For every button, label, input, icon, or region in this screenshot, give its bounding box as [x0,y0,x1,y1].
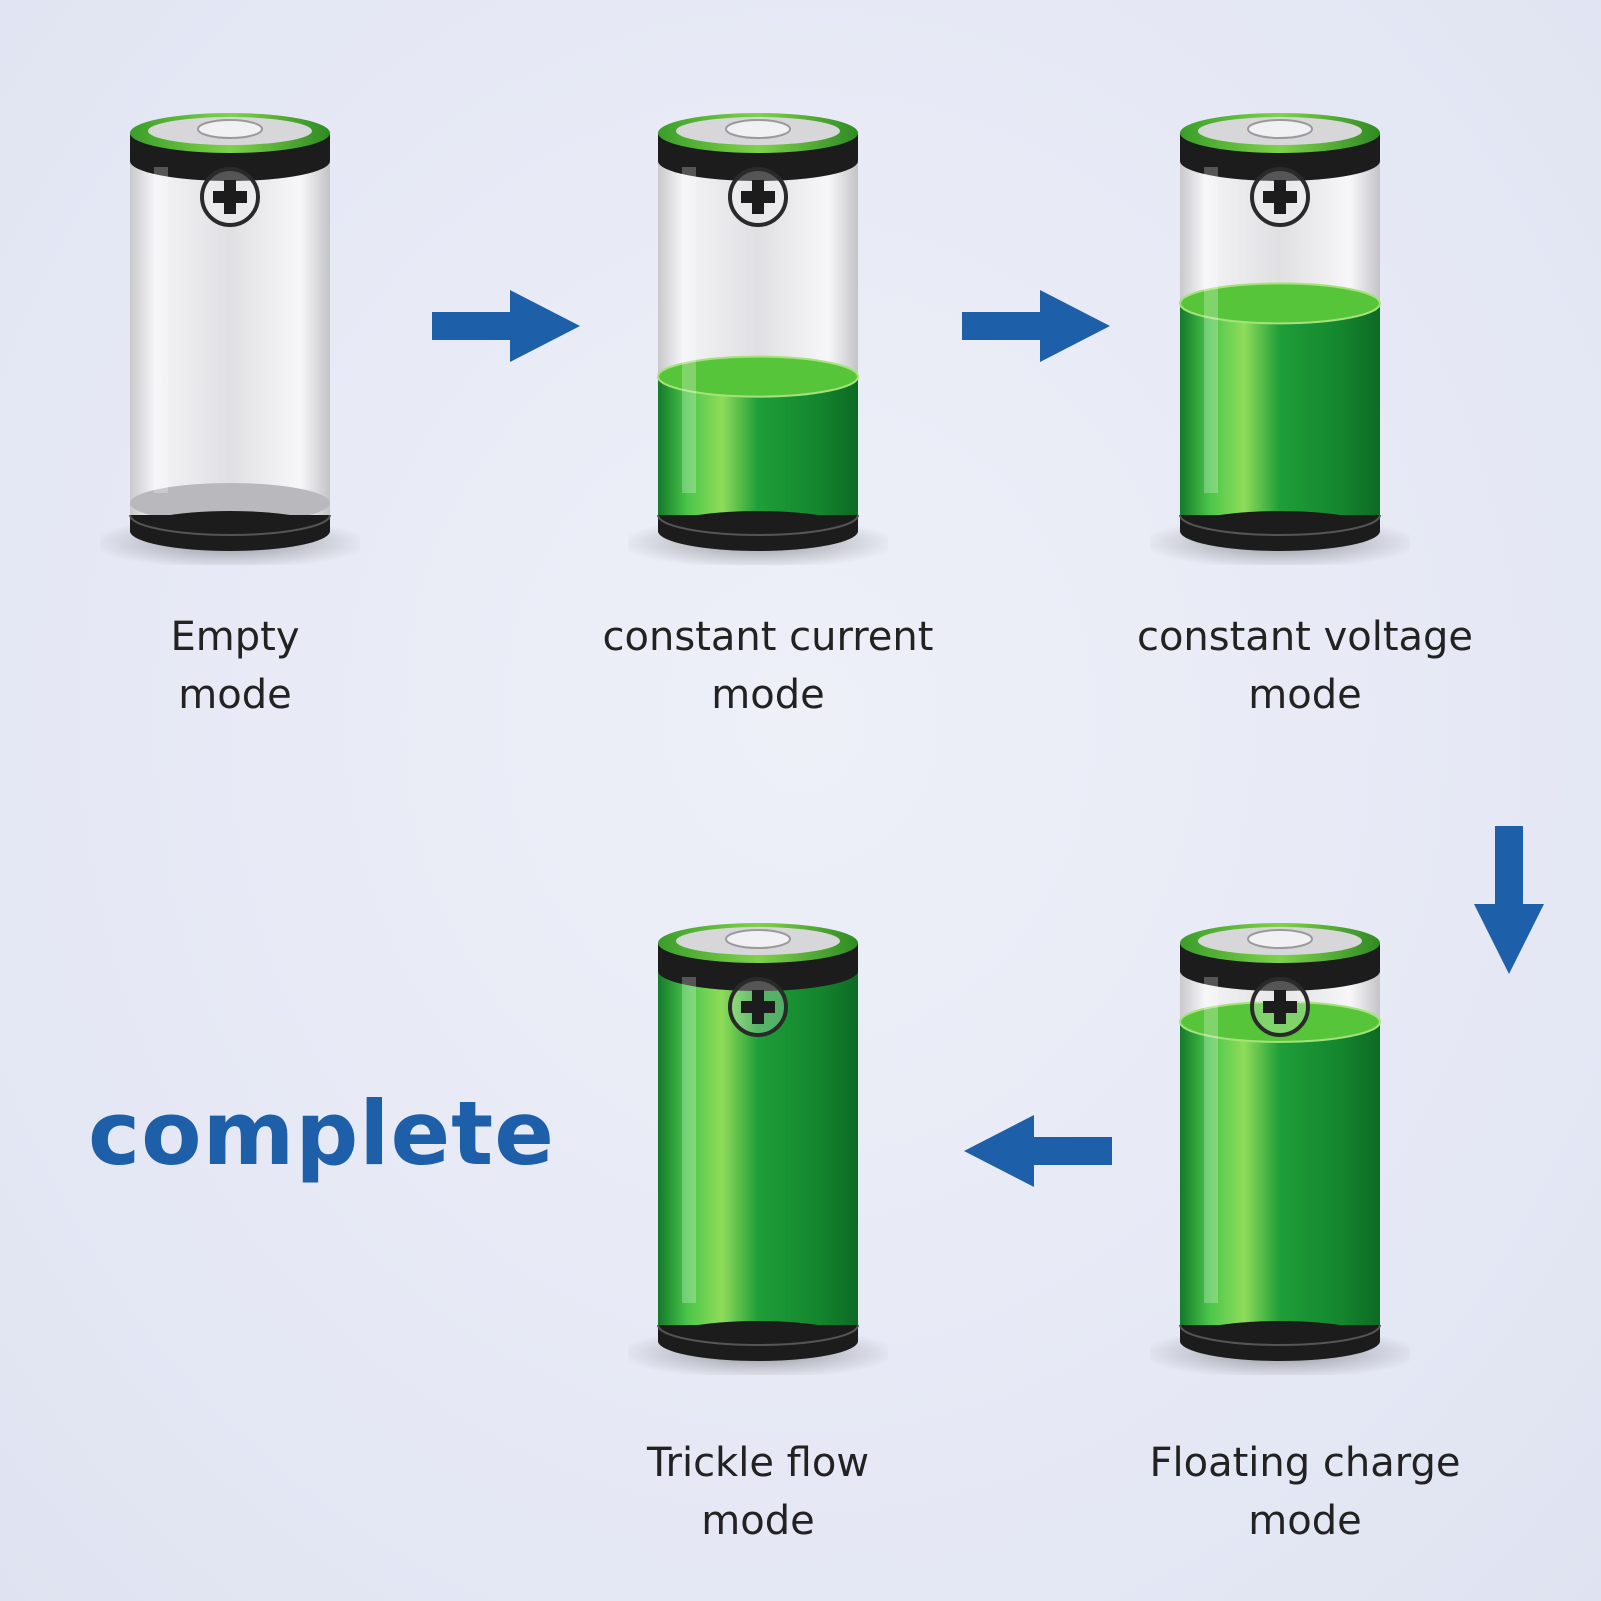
right-arrow-icon [962,290,1110,362]
battery-trickle-flow [628,905,888,1375]
plus-icon [200,167,260,227]
battery-floating-charge [1150,905,1410,1375]
label-constant-voltage-mode: constant voltage mode [1136,614,1474,718]
left-arrow-icon [964,1115,1112,1187]
label-empty-mode: Empty mode [170,614,300,718]
battery-graphic [100,113,360,565]
battery-graphic [1150,923,1410,1375]
down-arrow-icon [1474,826,1544,974]
battery-graphic [628,113,888,565]
label-constant-current-mode: constant current mode [602,614,934,718]
battery-graphic [628,923,888,1375]
plus-icon [728,977,788,1037]
plus-icon [1250,167,1310,227]
label-trickle-flow-mode: Trickle flow mode [646,1440,870,1544]
battery-graphic [1150,113,1410,565]
battery-empty [100,95,360,565]
right-arrow-icon [432,290,580,362]
plus-icon [1250,977,1310,1037]
plus-icon [728,167,788,227]
label-floating-charge-mode: Floating charge mode [1149,1440,1461,1544]
complete-label: complete [88,1082,555,1185]
battery-constant-current [628,95,888,565]
battery-constant-voltage [1150,95,1410,565]
